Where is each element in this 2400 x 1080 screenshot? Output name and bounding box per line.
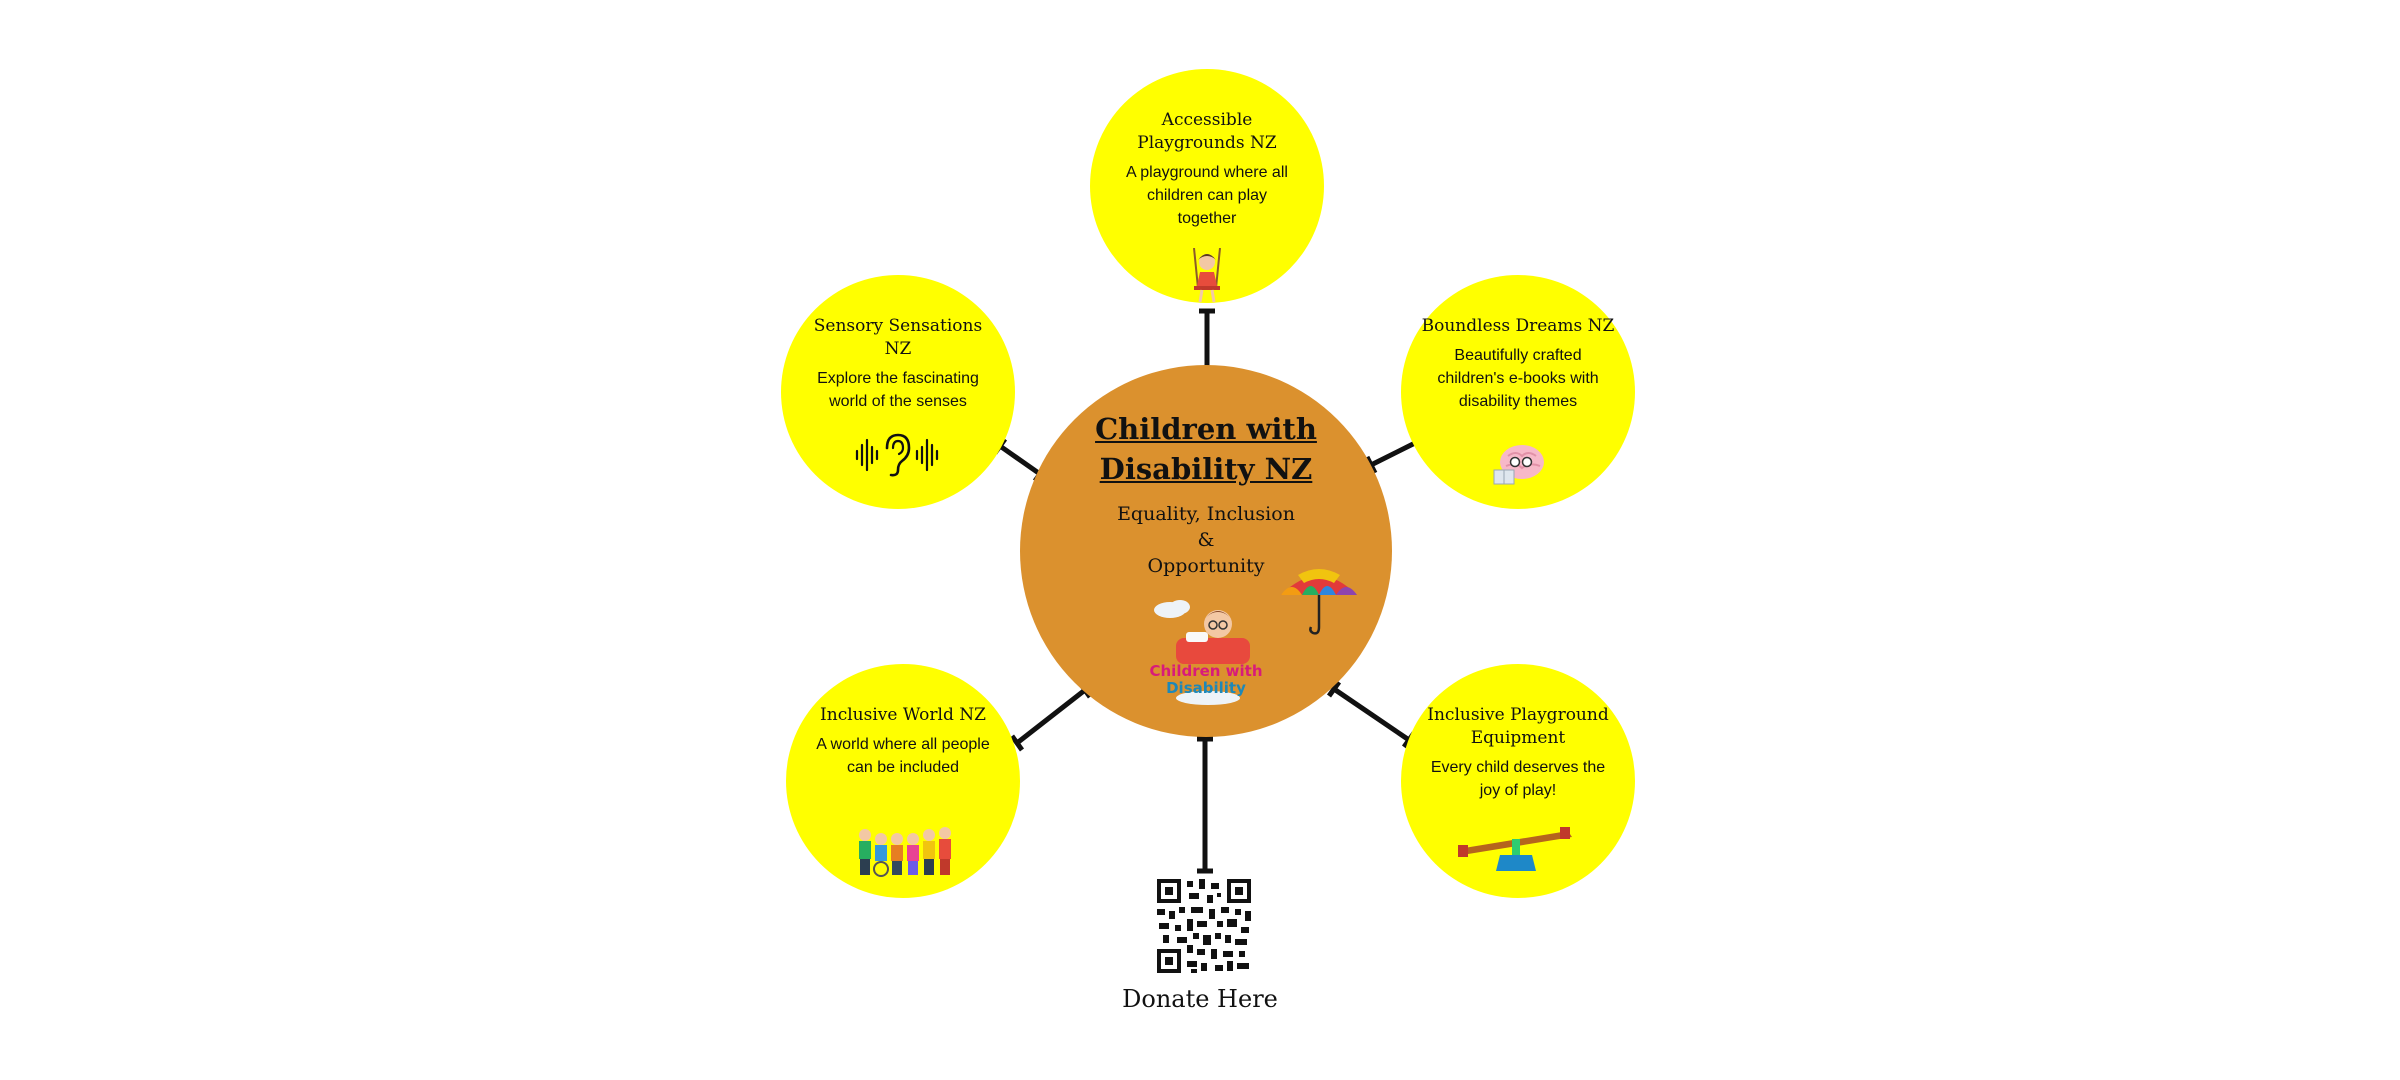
node-title: Accessible Playgrounds NZ: [1137, 110, 1277, 153]
node-title: Sensory Sensations NZ: [813, 316, 983, 359]
center-subtitle-line2: &: [1197, 529, 1215, 551]
donate-label[interactable]: Donate Here: [1122, 985, 1278, 1013]
logo-text-line1: Children with: [1150, 662, 1262, 680]
node-description: Beautifully crafted children's e-books w…: [1437, 347, 1599, 410]
node-description: Explore the fascinating world of the sen…: [817, 370, 979, 410]
center-subtitle-line1: Equality, Inclusion: [1117, 503, 1295, 525]
connector-equipment: [1326, 680, 1417, 749]
connector-donate: [1197, 736, 1213, 874]
node-title: Inclusive World NZ: [820, 705, 986, 725]
rainbow-umbrella-icon: [1281, 569, 1357, 635]
qr-code-icon[interactable]: [1155, 877, 1253, 975]
center-node: Children with Disability NZ Equality, In…: [1020, 365, 1392, 737]
ear-sound-icon: [855, 433, 939, 477]
node-title: Boundless Dreams NZ: [1421, 316, 1615, 336]
girl-on-swing-icon: [1193, 248, 1221, 303]
connector-playgrounds: [1199, 308, 1215, 374]
connector-world: [1009, 681, 1093, 752]
node-sensory-sensations: Sensory Sensations NZ Explore the fascin…: [781, 275, 1015, 509]
children-with-disability-logo: Children with Disability: [1150, 600, 1262, 705]
node-title: Inclusive Playground Equipment: [1427, 705, 1609, 748]
group-of-children-icon: [859, 827, 951, 877]
node-description: A world where all people can be included: [816, 736, 990, 776]
center-title: Children with Disability NZ: [1095, 412, 1317, 486]
logo-text-line2: Disability: [1166, 679, 1246, 697]
brain-reading-icon: [1493, 445, 1544, 485]
node-description: A playground where all children can play…: [1126, 164, 1288, 227]
node-description: Every child deserves the joy of play!: [1430, 759, 1606, 799]
seesaw-icon: [1458, 827, 1572, 871]
center-subtitle-line3: Opportunity: [1147, 555, 1265, 577]
center-subtitle: Equality, Inclusion & Opportunity: [1096, 501, 1316, 579]
